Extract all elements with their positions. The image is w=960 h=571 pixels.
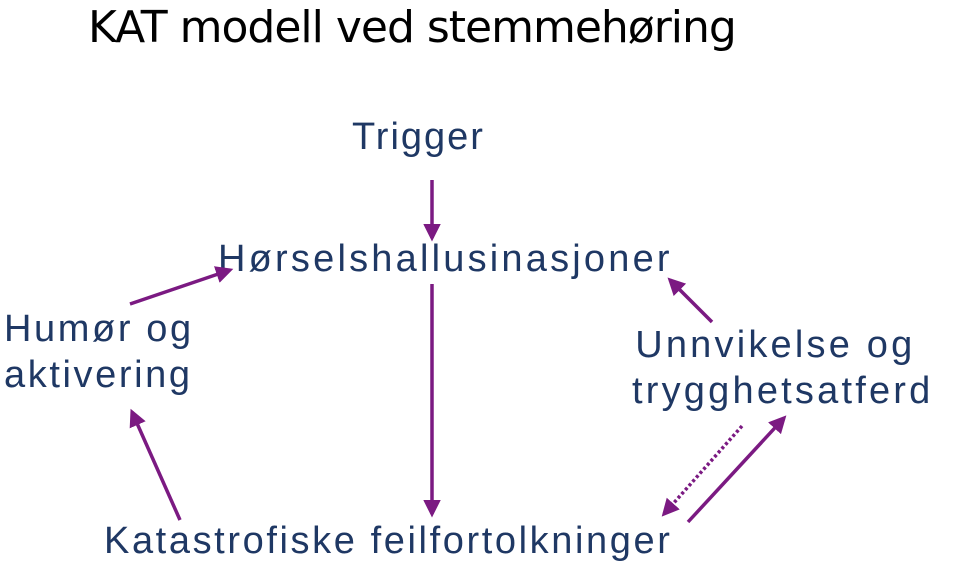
- arrow-catastrophic-to-avoidance: [686, 415, 787, 524]
- node-avoidance: Unnvikelse og trygghetsatferd: [632, 322, 933, 414]
- arrow-avoidance-to-catastrophic: [661, 424, 744, 517]
- node-trigger: Trigger: [352, 116, 485, 158]
- diagram-title: KAT modell ved stemmehøring: [88, 2, 737, 53]
- node-humor-line2: aktivering: [4, 354, 193, 396]
- node-humor-line1: Humør og: [4, 308, 194, 350]
- node-avoidance-line2: trygghetsatferd: [632, 370, 934, 412]
- node-catastrophic: Katastrofiske feilfortolkninger: [104, 520, 673, 562]
- node-avoidance-line1: Unnvikelse og: [635, 324, 916, 366]
- arrow-avoidance-to-hallucinations: [667, 277, 714, 324]
- node-humor: Humør og aktivering: [4, 306, 194, 398]
- arrow-catastrophic-to-humor: [129, 408, 182, 521]
- node-hallucinations: Hørselshallusinasjoner: [218, 238, 673, 280]
- arrow-humor-to-hallucinations: [129, 266, 234, 306]
